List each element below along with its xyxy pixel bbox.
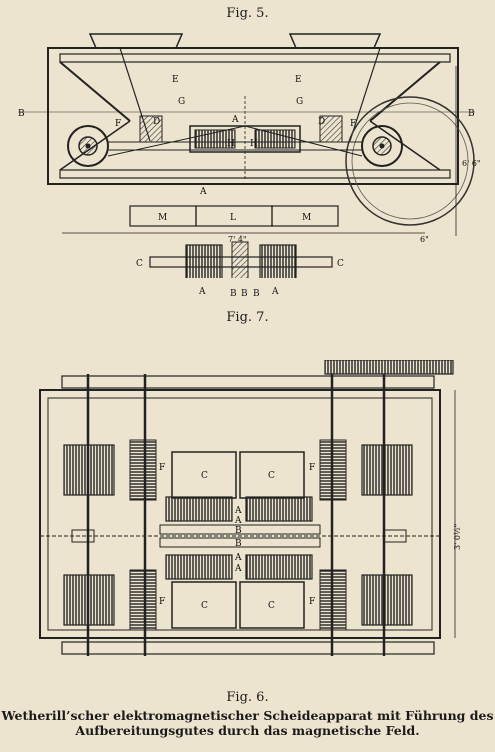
- fig7-label-c-right: C: [337, 259, 344, 269]
- fig7-label-a-right: A: [272, 287, 279, 297]
- fig6-label-f-2: F: [309, 463, 315, 473]
- fig6-dim-width: 3' 0½": [453, 524, 462, 550]
- fig5-label-h-left: H: [227, 139, 235, 149]
- fig5-label-g-right: G: [296, 97, 303, 107]
- fig6-label-c-1: C: [201, 471, 208, 481]
- fig6-label-c-4: C: [268, 601, 275, 611]
- fig6-label-f-4: F: [309, 597, 315, 607]
- fig5-dim-offset: 6": [420, 235, 429, 244]
- fig7-label-b-3: B: [253, 289, 260, 299]
- fig6-label-f-3: F: [159, 597, 165, 607]
- fig5-label-g-left: G: [178, 97, 185, 107]
- fig5-label-e-left: E: [172, 75, 179, 85]
- fig5-label-d-left: D: [153, 117, 160, 127]
- fig6-label-c-2: C: [268, 471, 275, 481]
- fig6-caption: Fig. 6.: [226, 690, 269, 705]
- fig6-label-a-3: A: [234, 553, 242, 563]
- fig5-label-e-right: E: [295, 75, 302, 85]
- fig7-label-b-1: B: [230, 289, 237, 299]
- fig6-label-b-1: B: [235, 526, 242, 536]
- fig6-label-a-1: A: [234, 506, 242, 516]
- fig5-label-m-right: M: [302, 213, 311, 223]
- title-line-2: Aufbereitungsgutes durch das magnetische…: [75, 723, 420, 738]
- fig5-label-d-right: D: [318, 117, 325, 127]
- fig5-label-f-right: F: [350, 119, 356, 129]
- fig5-label-l: L: [230, 213, 236, 223]
- fig5-drawing: B B E E G G F F D D A A H H M L M 6' 6" …: [18, 33, 481, 278]
- fig6-label-a-2: A: [234, 516, 242, 526]
- fig7-caption: Fig. 7.: [226, 310, 269, 325]
- fig6-label-c-3: C: [201, 601, 208, 611]
- fig7-label-c-left: C: [136, 259, 143, 269]
- fig7-label-b-2: B: [241, 289, 248, 299]
- fig6-label-a-4: A: [234, 564, 242, 574]
- fig5-label-m-left: M: [158, 213, 167, 223]
- fig5-label-b-left: B: [18, 109, 25, 119]
- fig7-label-a-left: A: [199, 287, 206, 297]
- title-line-1: Wetherill’scher elektromagnetischer Sche…: [1, 708, 494, 723]
- fig5-label-a-top: A: [231, 115, 239, 125]
- fig6-label-b-2: B: [235, 539, 242, 549]
- fig6-drawing: 3' 0½" C C C C F F F F A A B B A A: [39, 360, 462, 656]
- fig5-label-b-right: B: [468, 109, 475, 119]
- fig5-label-f-left: F: [115, 119, 121, 129]
- fig5-caption: Fig. 5.: [226, 6, 269, 21]
- fig6-label-f-1: F: [159, 463, 165, 473]
- fig5-dim-width: 7' 4": [228, 235, 247, 244]
- fig5-label-h-right: H: [250, 139, 258, 149]
- fig5-dim-height: 6' 6": [462, 159, 481, 168]
- fig5-label-a-bottom: A: [199, 187, 207, 197]
